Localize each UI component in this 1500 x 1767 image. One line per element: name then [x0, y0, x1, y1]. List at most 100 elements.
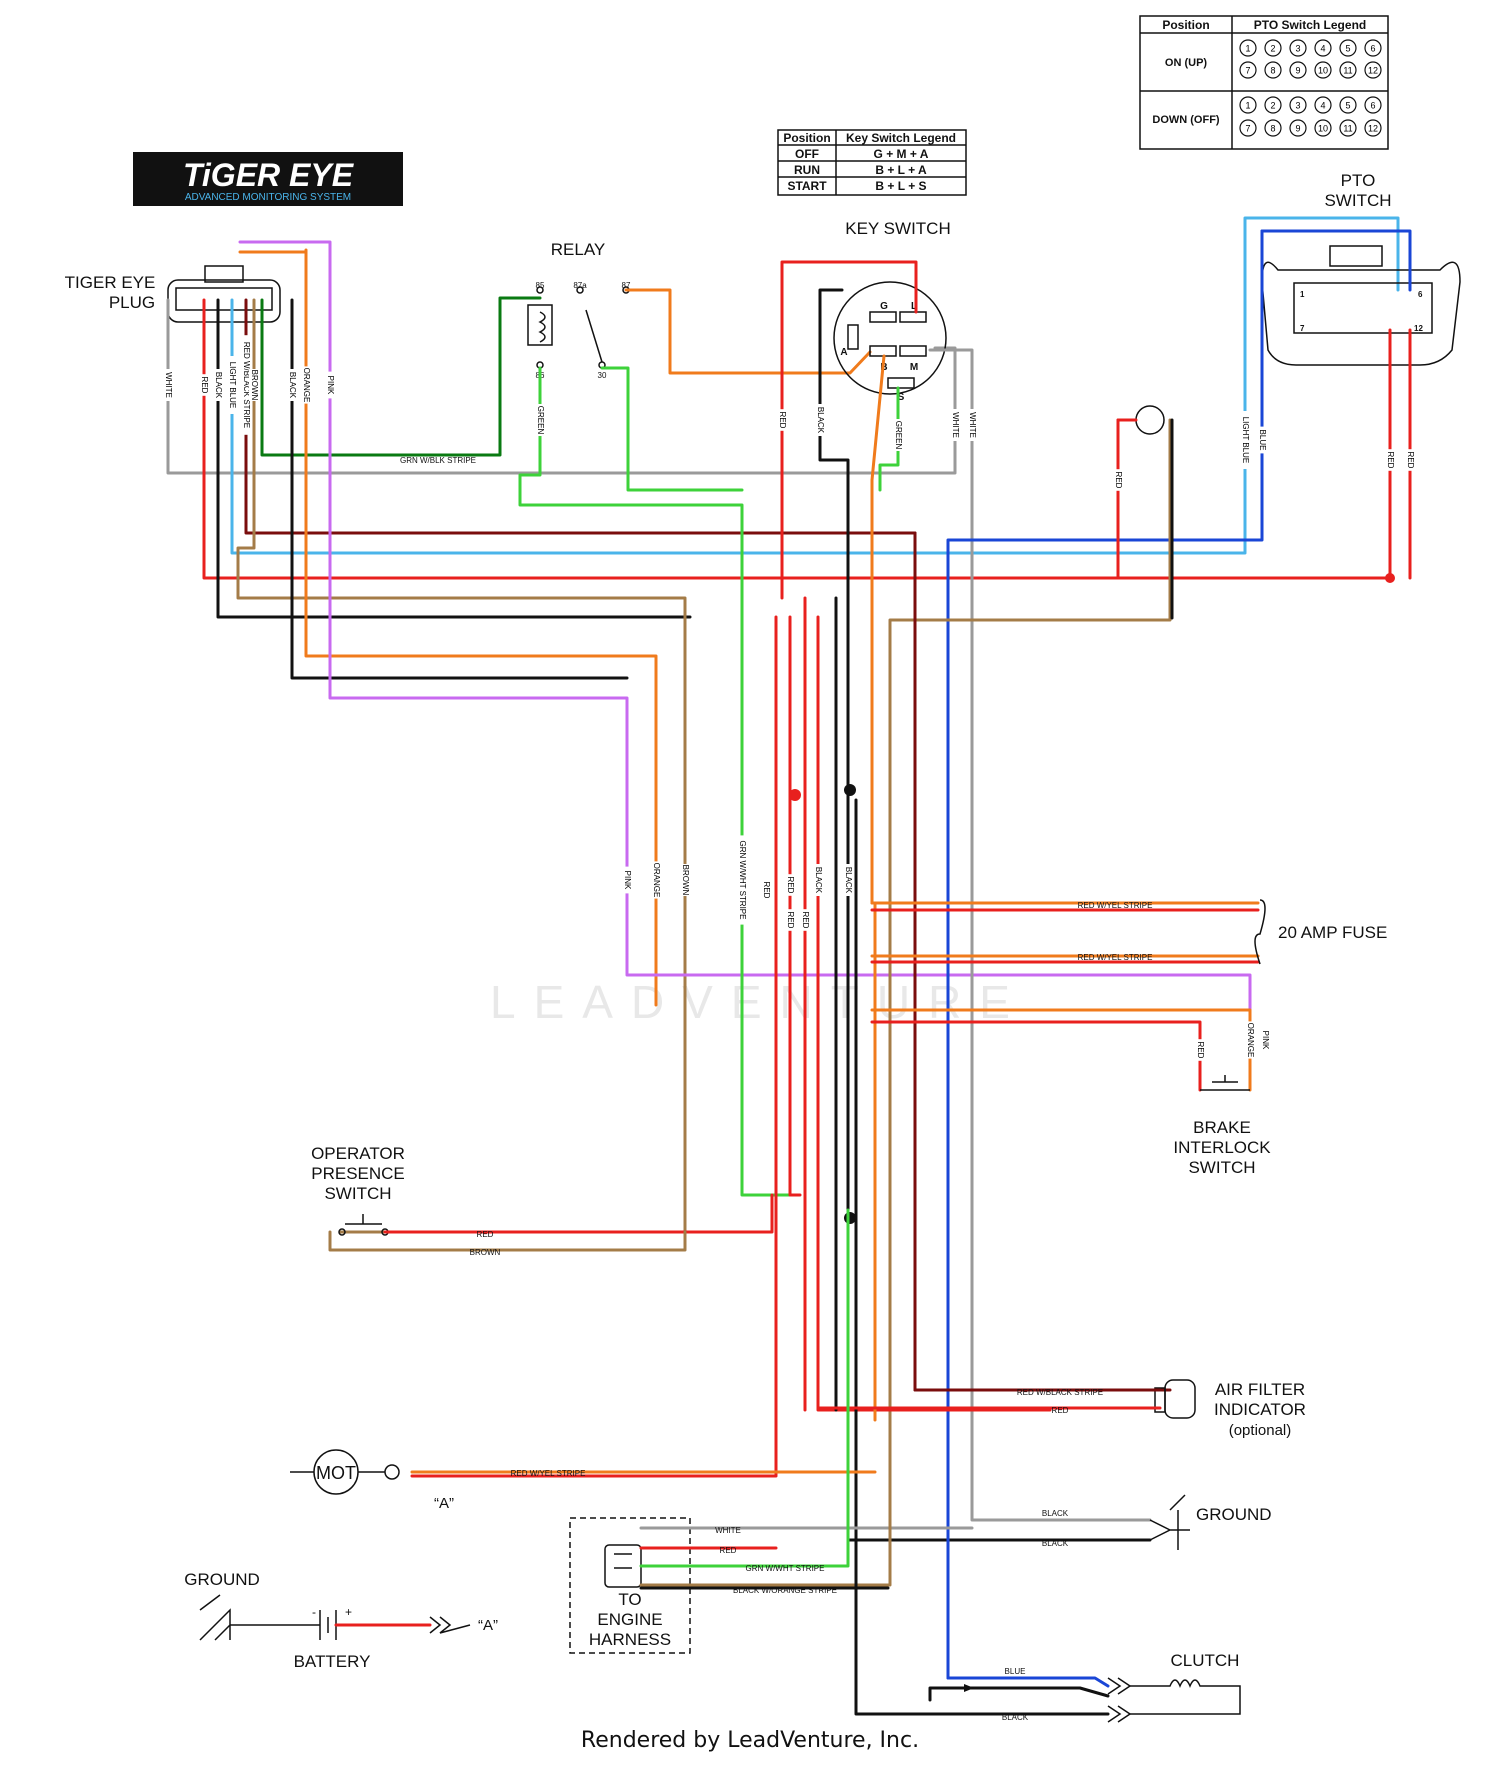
- wire-label-bg: [1240, 411, 1250, 469]
- wire-label-vertical: RED: [1196, 1042, 1205, 1059]
- wire-label-air-rbs: RED W/BLACK STRIPE: [1017, 1388, 1103, 1397]
- svg-text:1: 1: [1300, 290, 1305, 299]
- svg-text:7: 7: [1300, 324, 1305, 333]
- wire-label-op-brown: BROWN: [470, 1248, 501, 1257]
- key-legend-run-value: B + L + A: [875, 163, 927, 177]
- wire-label-bg: [249, 369, 259, 401]
- key-legend-start-value: B + L + S: [875, 179, 926, 193]
- pto-legend-pin: [1314, 119, 1332, 137]
- pto-legend-pin-number: 1: [1245, 44, 1250, 54]
- pto-legend-header-title: PTO Switch Legend: [1254, 18, 1366, 32]
- pto-legend-pin-number: 7: [1245, 124, 1250, 134]
- battery-symbol: - + “A”: [199, 1594, 498, 1641]
- pto-switch-legend: Position PTO Switch Legend ON (UP) DOWN …: [1139, 15, 1389, 150]
- pto-legend-pin-number: 12: [1368, 124, 1378, 134]
- wire-label-bg: [1113, 469, 1123, 491]
- wire-label-eng-white: WHITE: [715, 1526, 741, 1535]
- wire-label-bg: [950, 409, 960, 441]
- wire-label-vertical: GRN W/WHT STRIPE: [738, 841, 747, 920]
- svg-text:85: 85: [536, 281, 545, 290]
- pto-legend-pin: [1339, 96, 1357, 114]
- wire-label-vertical: BROWN: [681, 865, 690, 896]
- pto-legend-pin-number: 5: [1345, 101, 1350, 111]
- relay-component: 85 87a 87 86 30: [527, 281, 631, 380]
- fuse-label: 20 AMP FUSE: [1278, 923, 1387, 942]
- wire-label-vertical: LIGHT BLUE: [228, 362, 237, 409]
- wire-label-motor: RED W/YEL STRIPE: [511, 1469, 586, 1478]
- wire-label-bg: [893, 419, 903, 451]
- pto-legend-off: DOWN (OFF): [1152, 114, 1220, 126]
- pto-legend-pin-number: 9: [1295, 124, 1300, 134]
- wire-label-bg: [287, 369, 297, 401]
- ground-right-symbol: [1149, 1494, 1190, 1550]
- svg-text:S: S: [898, 392, 905, 403]
- pto-legend-pin: [1239, 61, 1257, 79]
- wire-label-bg: [213, 369, 223, 401]
- pto-legend-pin-number: 4: [1320, 101, 1325, 111]
- pto-legend-pin: [1264, 96, 1282, 114]
- pto-legend-pin: [1239, 96, 1257, 114]
- engine-harness-label-2: ENGINE: [597, 1610, 662, 1629]
- wire-label-eng-blk-org: BLACK W/ORANGE STRIPE: [733, 1586, 837, 1595]
- svg-text:12: 12: [1414, 324, 1423, 333]
- wire-label-fuse-top: RED W/YEL STRIPE: [1078, 901, 1153, 910]
- tiger-eye-plug-label-2: PLUG: [109, 293, 155, 312]
- pto-legend-pin-number: 6: [1370, 44, 1375, 54]
- pto-switch-label-1: PTO: [1341, 171, 1376, 190]
- pto-legend-pin-number: 5: [1345, 44, 1350, 54]
- pto-legend-pin: [1364, 96, 1382, 114]
- pto-legend-pin: [1289, 61, 1307, 79]
- watermark: LEADVENTURE: [490, 976, 1028, 1028]
- svg-text:A: A: [840, 347, 847, 358]
- operator-label-3: SWITCH: [324, 1184, 391, 1203]
- wire-label-vertical: RED: [801, 912, 810, 929]
- wire-label-vertical: BLACK: [214, 372, 223, 399]
- wire-label-bg: [800, 909, 810, 931]
- air-filter-label-2: INDICATOR: [1214, 1400, 1306, 1419]
- key-switch-legend: Position Key Switch Legend OFF G + M + A…: [777, 129, 967, 196]
- engine-harness-label-1: TO: [618, 1590, 641, 1609]
- pto-legend-pin: [1239, 119, 1257, 137]
- wire-label-bg: [680, 864, 690, 896]
- pto-legend-pin: [1239, 39, 1257, 57]
- wire-label-bg: [535, 404, 545, 436]
- pto-switch-component: 1 6 7 12: [1261, 245, 1461, 366]
- svg-text:87a: 87a: [573, 281, 587, 290]
- pto-legend-pin-number: 1: [1245, 101, 1250, 111]
- wire-label-bg: [241, 335, 251, 435]
- battery-label: BATTERY: [294, 1652, 371, 1671]
- pto-legend-pin-number: 2: [1270, 101, 1275, 111]
- pto-legend-pin-number: 3: [1295, 44, 1300, 54]
- wire-label-vertical: ORANGE: [1246, 1023, 1255, 1058]
- wire-label-vertical: BLACK: [288, 372, 297, 399]
- ground-left-label: GROUND: [184, 1570, 260, 1589]
- engine-harness-label-3: HARNESS: [589, 1630, 671, 1649]
- operator-label-1: OPERATOR: [311, 1144, 405, 1163]
- wire-label-vertical: GREEN: [536, 406, 545, 435]
- air-filter-label-3: (optional): [1229, 1422, 1292, 1439]
- wire-label-bg: [163, 369, 173, 401]
- wire-label-vertical: RED: [1386, 452, 1395, 469]
- wire-label-bg: [199, 374, 209, 396]
- svg-text:87: 87: [622, 281, 631, 290]
- svg-text:“A”: “A”: [478, 1617, 498, 1634]
- svg-text:L: L: [911, 301, 917, 312]
- pto-legend-pin-number: 11: [1343, 66, 1352, 76]
- wire-label-bg: [1405, 449, 1415, 471]
- pto-legend-pin-number: 9: [1295, 66, 1300, 76]
- wire-label-bg: [843, 864, 853, 896]
- wire-label-vertical: ORANGE: [302, 368, 311, 403]
- wire-label-bg: [622, 866, 632, 894]
- wire-label-vertical: RED: [786, 912, 795, 929]
- wire-label-clutch-black: BLACK: [1002, 1713, 1029, 1722]
- wire-label-bg: [785, 909, 795, 931]
- pto-legend-pin-number: 6: [1370, 101, 1375, 111]
- wire-label-bg: [1385, 449, 1395, 471]
- wire-label-vertical: ORANGE: [652, 863, 661, 898]
- wire-label-bg: [737, 835, 747, 925]
- pto-legend-pin: [1314, 61, 1332, 79]
- brake-label-3: SWITCH: [1188, 1158, 1255, 1177]
- wire-label-eng-red: RED: [720, 1546, 737, 1555]
